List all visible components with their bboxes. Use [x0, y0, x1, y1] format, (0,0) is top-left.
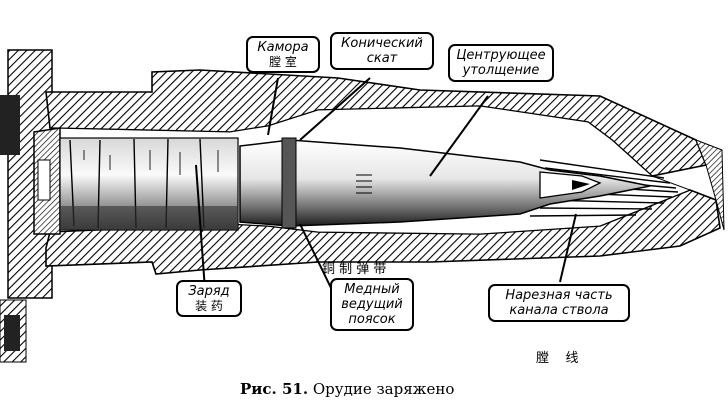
label-copper-band-line1: Медный: [344, 282, 400, 297]
label-rifled-part-line2: канала ствола: [509, 303, 609, 318]
figure-caption-text: Орудие заряжено: [312, 380, 455, 398]
label-centering-bulge: Центрующее утолщение: [448, 44, 554, 82]
label-chamber-ru: Камора: [257, 40, 309, 55]
barrel-outer-right: [695, 139, 725, 231]
leader-lines: [195, 77, 577, 291]
figure-caption: Рис. 51. Орудие заряжено: [240, 380, 454, 398]
centering-bulge: [356, 174, 372, 194]
label-copper-band: Медный ведущий поясок: [330, 278, 414, 331]
label-chamber: Камора 膛 室: [246, 36, 320, 73]
label-charge: Заряд 装 药: [176, 280, 242, 317]
projectile-body: [239, 139, 651, 227]
propellant-charge: [59, 137, 239, 231]
label-chamber-zh: 膛 室: [269, 55, 297, 69]
label-conical-slope-line2: скат: [366, 51, 398, 66]
label-copper-band-zh: 铜 制 弹 带: [322, 262, 387, 277]
label-centering-bulge-line1: Центрующее: [456, 48, 546, 63]
label-charge-ru: Заряд: [188, 284, 230, 299]
label-rifled-part-zh: 膛 线: [536, 351, 579, 366]
fuze-tip: [572, 180, 590, 190]
label-conical-slope-line1: Конический: [341, 36, 423, 51]
label-conical-slope: Конический скат: [330, 32, 434, 70]
label-charge-zh: 装 药: [195, 299, 223, 313]
primer: [37, 159, 51, 201]
figure-number: Рис. 51.: [240, 380, 309, 398]
label-rifled-part-line1: Нарезная часть: [505, 288, 613, 303]
copper-driving-band: [281, 137, 297, 229]
label-centering-bulge-line2: утолщение: [462, 63, 540, 78]
label-copper-band-line3: поясок: [348, 312, 396, 327]
fuze: [539, 171, 602, 199]
label-copper-band-line2: ведущий: [341, 297, 403, 312]
label-rifled-part: Нарезная часть канала ствола: [488, 284, 630, 322]
